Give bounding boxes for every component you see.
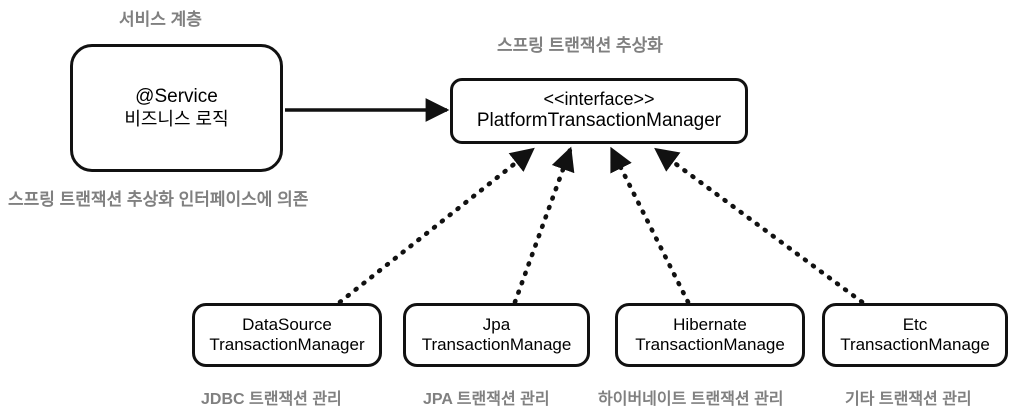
node-impl-1-line2: TransactionManage xyxy=(421,335,572,354)
node-datasource-transaction-manager[interactable]: DataSource TransactionManager xyxy=(192,303,382,367)
node-impl-0-line1: DataSource xyxy=(242,314,332,334)
caption-jdbc-transaction-management: JDBC 트랜잭션 관리 xyxy=(201,391,342,408)
node-platform-transaction-manager[interactable]: <<interface>> PlatformTransactionManager xyxy=(450,78,748,144)
node-hibernate-transaction-manager[interactable]: Hibernate TransactionManage xyxy=(615,303,805,367)
edge-impl-1-to-interface xyxy=(512,146,575,305)
node-impl-3-line2: TransactionManage xyxy=(840,335,990,354)
edge-impl-0-to-interface xyxy=(337,147,535,305)
node-impl-1-line1: Jpa xyxy=(482,314,511,334)
node-impl-3-line1: Etc xyxy=(902,314,928,334)
caption-etc-transaction-management: 기타 트랜잭션 관리 xyxy=(845,391,972,408)
node-interface-name: PlatformTransactionManager xyxy=(476,110,722,132)
node-etc-transaction-manager[interactable]: Etc TransactionManage xyxy=(822,303,1008,367)
node-impl-0-line2: TransactionManager xyxy=(209,335,365,354)
node-service-line1: @Service xyxy=(135,86,218,108)
caption-jpa-transaction-management: JPA 트랜잭션 관리 xyxy=(423,391,550,408)
node-impl-2-line2: TransactionManage xyxy=(635,335,785,354)
caption-spring-tx-abstraction: 스프링 트랜잭션 추상화 xyxy=(497,36,663,55)
node-service-line2: 비즈니스 로직 xyxy=(124,108,229,129)
node-service[interactable]: @Service 비즈니스 로직 xyxy=(70,44,283,172)
caption-depends-on-interface: 스프링 트랜잭션 추상화 인터페이스에 의존 xyxy=(8,190,309,209)
node-impl-2-line1: Hibernate xyxy=(673,314,747,334)
caption-service-layer: 서비스 계층 xyxy=(119,10,202,29)
node-interface-stereotype: <<interface>> xyxy=(543,89,655,110)
edge-impl-2-to-interface xyxy=(609,146,691,305)
node-jpa-transaction-manager[interactable]: Jpa TransactionManage xyxy=(403,303,590,367)
caption-hibernate-transaction-management: 하이버네이트 트랜잭션 관리 xyxy=(598,391,784,408)
edge-impl-3-to-interface xyxy=(654,147,865,305)
